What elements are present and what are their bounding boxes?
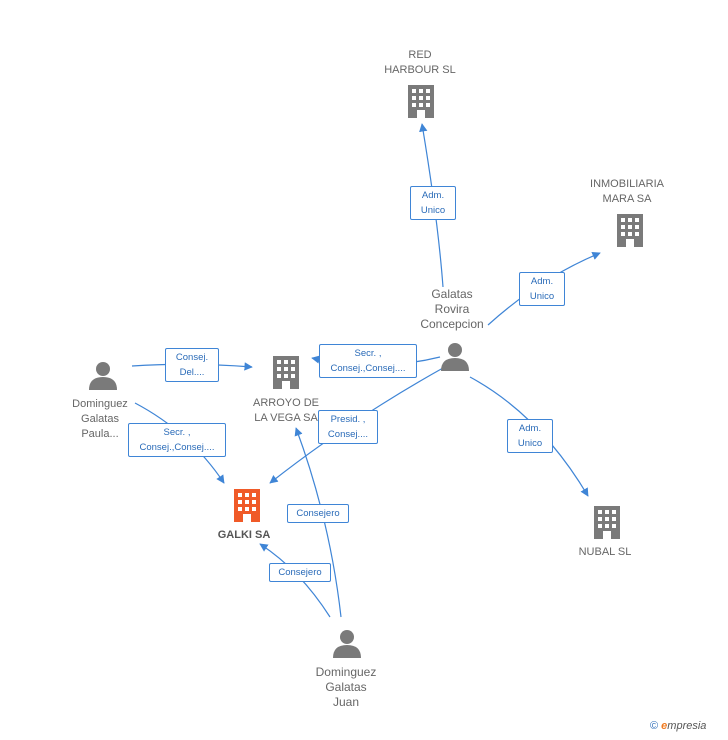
node-label-galki: GALKI SA (217, 529, 271, 541)
brand-name: mpresia (667, 720, 707, 732)
node-label-dominguez-juan: Dominguez Galatas Juan (315, 665, 377, 709)
building-icon[interactable] (591, 506, 623, 540)
edge-label-juan-galki[interactable]: Consejero (269, 563, 331, 582)
edge-label-juan-arroyo[interactable]: Consejero (287, 504, 349, 523)
person-icon[interactable] (332, 628, 362, 658)
person-icon[interactable] (88, 360, 118, 390)
person-icon[interactable] (440, 341, 470, 371)
edge-label-rovira-galki[interactable]: Presid. , Consej.... (318, 410, 378, 444)
node-label-red-harbour: RED HARBOUR SL (384, 49, 456, 76)
edge-label-rovira-nubal[interactable]: Adm. Unico (507, 419, 553, 453)
node-label-galatas-rovira: Galatas Rovira Concepcion (420, 287, 484, 331)
node-label-arroyo-vega: ARROYO DE LA VEGA SA (252, 397, 319, 424)
edge-label-paula-arroyo[interactable]: Consej. Del.... (165, 348, 219, 382)
footer-brand: © empresia (650, 720, 706, 732)
building-icon[interactable] (270, 356, 302, 390)
building-icon[interactable] (405, 85, 437, 119)
node-label-inmobiliaria-mara: INMOBILIARIA MARA SA (590, 178, 664, 205)
building-icon[interactable] (614, 214, 646, 248)
brand-logo-e: e (661, 720, 668, 732)
edge-label-paula-galki[interactable]: Secr. , Consej.,Consej.... (128, 423, 226, 457)
node-label-dominguez-paula: Dominguez Galatas Paula... (72, 398, 128, 440)
edge-label-rovira-arroyo[interactable]: Secr. , Consej.,Consej.... (319, 344, 417, 378)
copyright-icon: © (650, 720, 659, 732)
edge-label-rovira-mara[interactable]: Adm. Unico (519, 272, 565, 306)
edge-label-rovira-red[interactable]: Adm. Unico (410, 186, 456, 220)
building-icon[interactable] (231, 489, 263, 523)
node-label-nubal: NUBAL SL (578, 546, 632, 558)
